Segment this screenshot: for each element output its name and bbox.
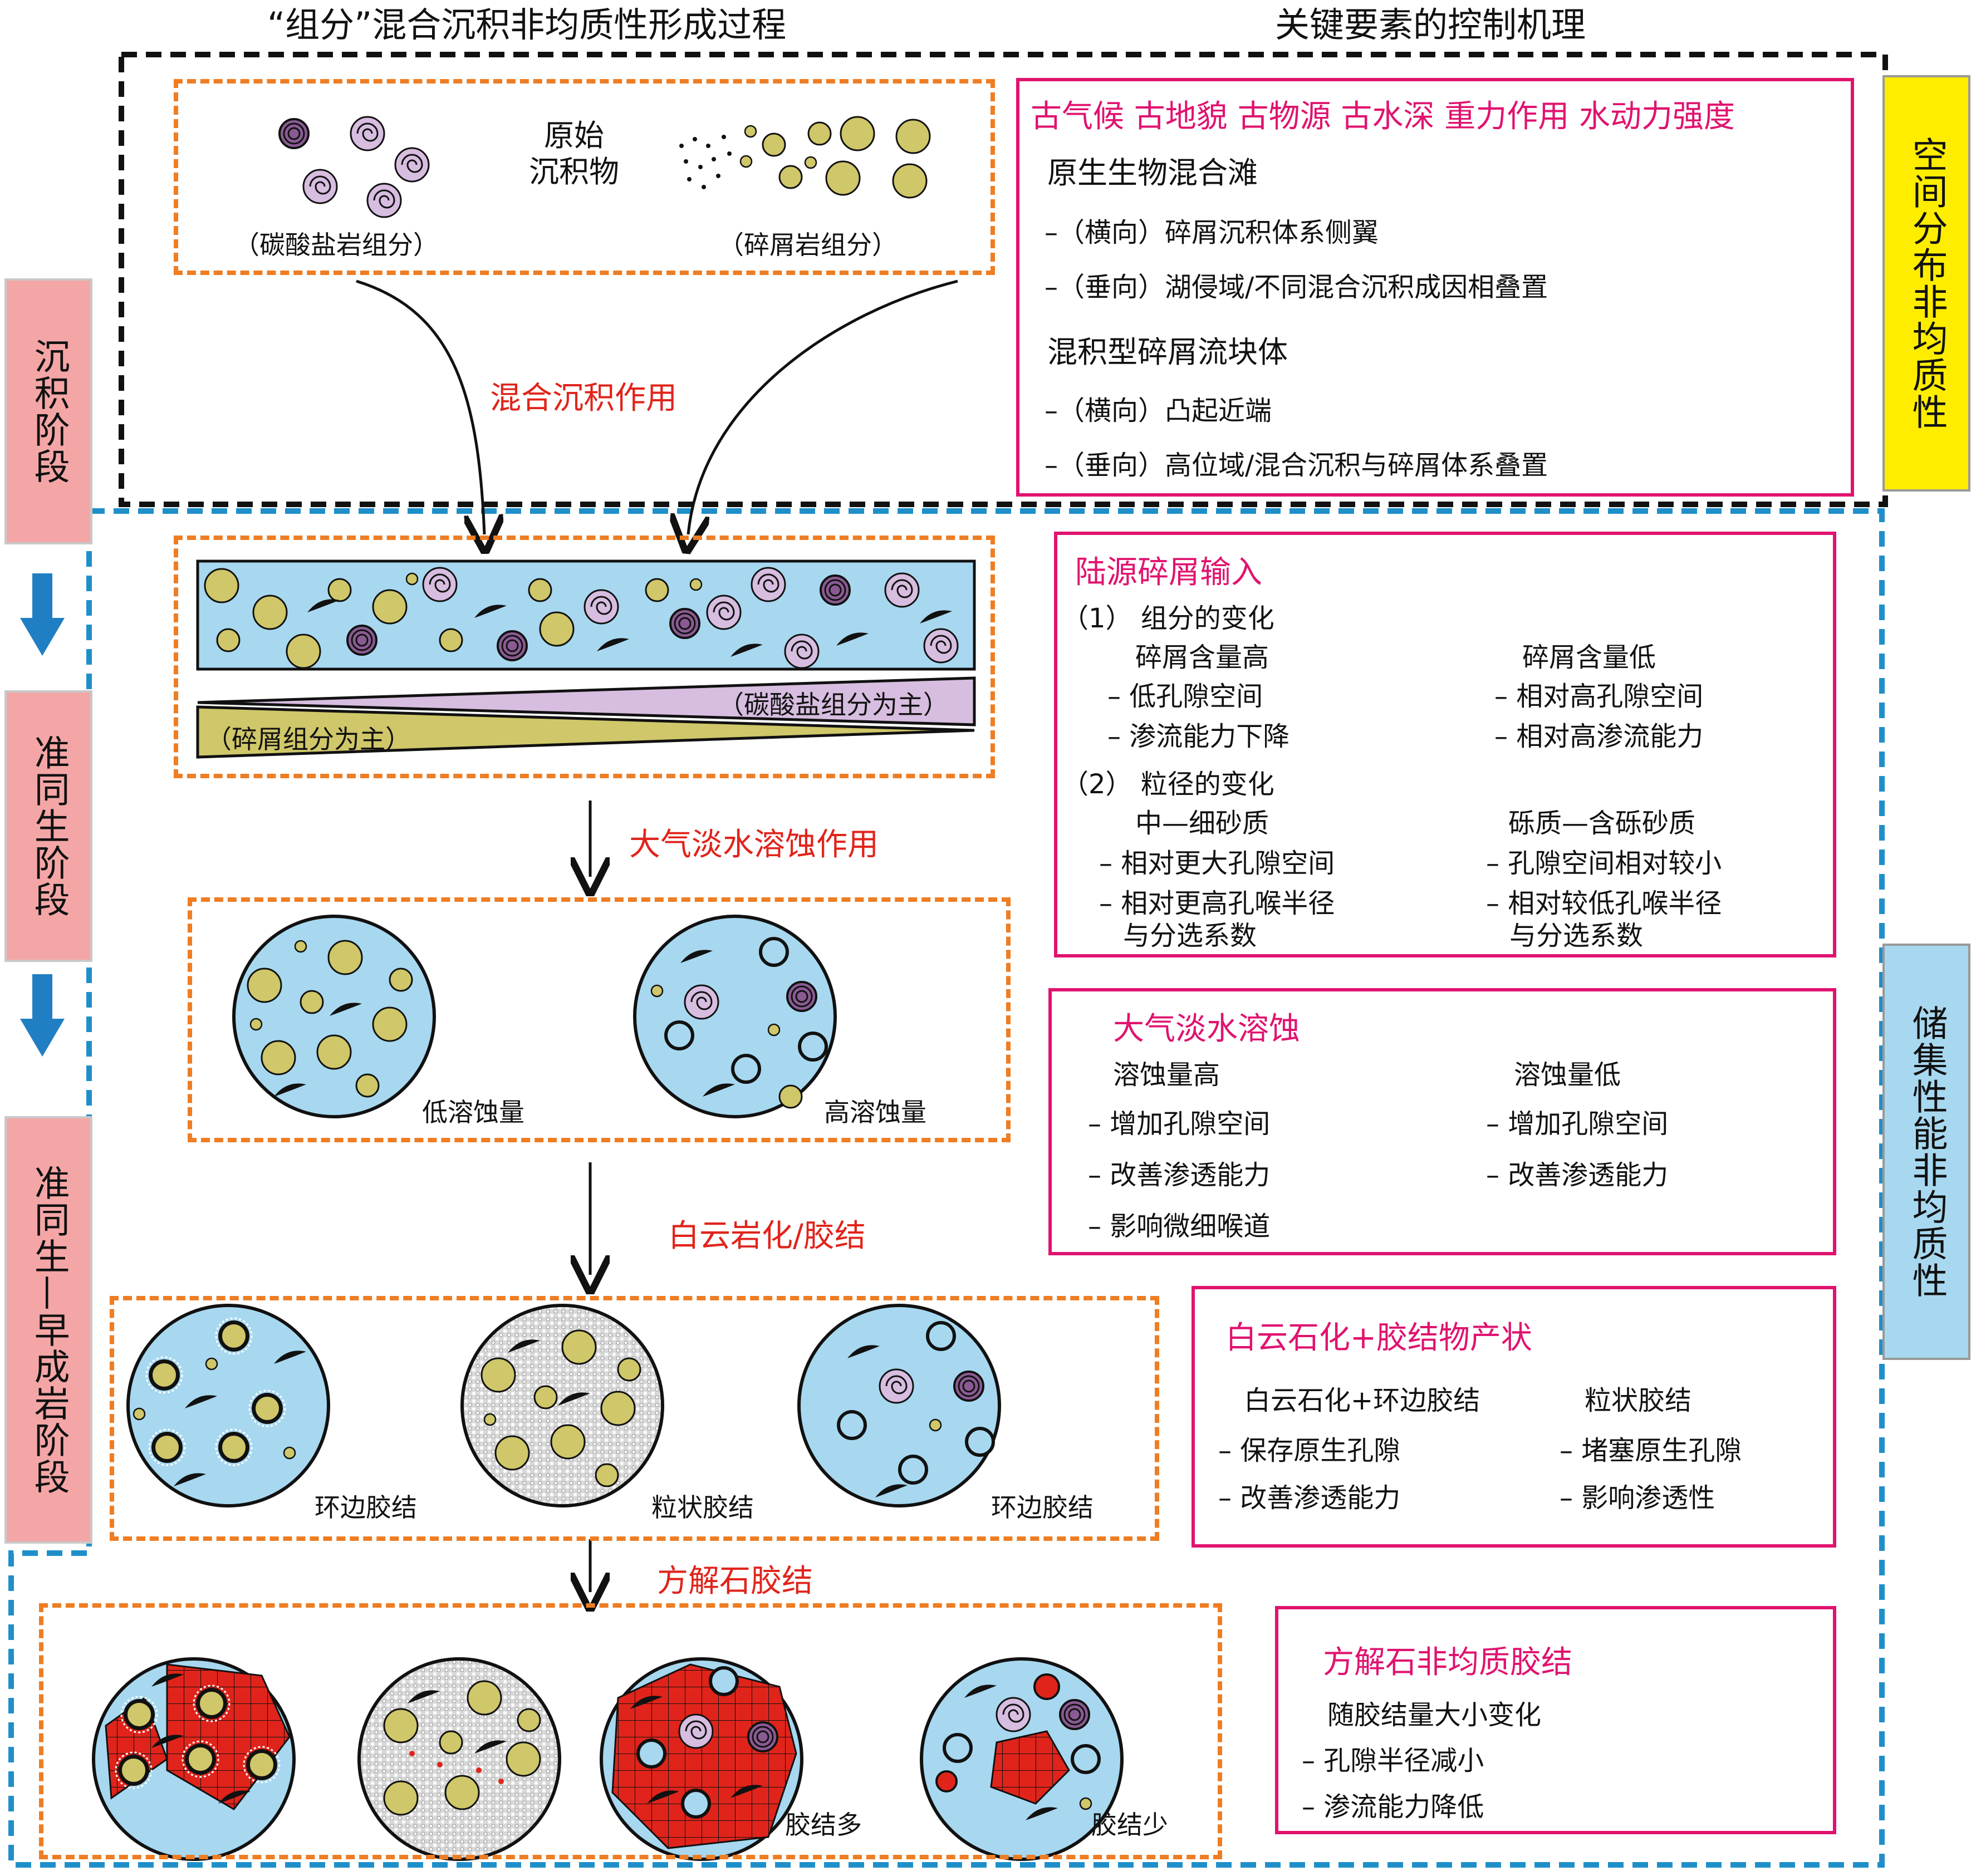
clastic-col2b-1: – 孔隙空间相对较小 xyxy=(1486,848,1722,879)
clastic-col1b-0: 碎屑含量低 xyxy=(1522,642,1656,673)
label-rim-cement-2: 环边胶结 xyxy=(991,1492,1094,1523)
side-spatial-label: 空间分布非均质性 xyxy=(1906,136,1948,430)
clastic-col1b-2: – 相对高渗流能力 xyxy=(1494,721,1704,752)
cementation-box xyxy=(110,1296,1159,1541)
process-calcite-cementation: 方解石胶结 xyxy=(657,1563,813,1599)
clastic-section-1: （1） 组分的变化 xyxy=(1062,603,1274,634)
dissolution-colA-1: – 增加孔隙空间 xyxy=(1088,1108,1271,1140)
label-less-cement: 胶结少 xyxy=(1091,1810,1168,1840)
controls-spatial-box: 古气候 古地貌 古物源 古水深 重力作用 水动力强度 原生生物混合滩 –（横向）… xyxy=(1016,78,1854,497)
dissolution-box xyxy=(188,897,1011,1142)
calcite-heterogeneity-box: 方解石非均质胶结 随胶结量大小变化 – 孔隙半径减小 – 渗流能力降低 xyxy=(1275,1606,1836,1834)
clastic-component-label: （碎屑岩组分） xyxy=(718,230,898,260)
dissolution-effect-title: 大气淡水溶蚀 xyxy=(1113,1011,1300,1047)
process-mixed-deposition: 混合沉积作用 xyxy=(490,380,677,416)
clastic-col1a-2: – 渗流能力下降 xyxy=(1107,721,1290,752)
label-high-dissolution: 高溶蚀量 xyxy=(824,1097,926,1127)
clastic-col2a-0: 中—细砂质 xyxy=(1135,808,1269,839)
dissolution-colB-1: – 增加孔隙空间 xyxy=(1486,1108,1669,1140)
clastic-col1a-0: 碎屑含量高 xyxy=(1135,642,1269,673)
dissolution-colA-0: 溶蚀量高 xyxy=(1113,1059,1220,1091)
label-rim-cement-1: 环边胶结 xyxy=(315,1492,417,1523)
controls-line-2: –（横向）碎屑沉积体系侧翼 xyxy=(1045,217,1379,248)
calcite-line-2: – 渗流能力降低 xyxy=(1302,1791,1484,1823)
clastic-col1a-1: – 低孔隙空间 xyxy=(1107,681,1263,712)
label-granular-cement: 粒状胶结 xyxy=(651,1492,754,1523)
stage-early-diagenesis: 准同生—早成岩阶段 xyxy=(4,1116,92,1544)
right-header: 关键要素的控制机理 xyxy=(1275,4,1586,45)
original-sediment-label: 原始 沉积物 xyxy=(529,118,619,189)
clastic-col2b-3: 与分选系数 xyxy=(1509,920,1644,951)
mixed-deposit-box xyxy=(174,536,995,778)
dissolution-colA-2: – 改善渗透能力 xyxy=(1088,1160,1271,1191)
cement-texture-title: 白云石化+胶结物产状 xyxy=(1225,1320,1532,1356)
clastic-col2a-2: – 相对更高孔喉半径 xyxy=(1099,888,1335,919)
stage-penecontemporaneous-label: 准同生阶段 xyxy=(28,734,70,918)
controls-line-3: –（垂向）湖侵域/不同混合沉积成因相叠置 xyxy=(1045,272,1548,303)
calcite-line-1: – 孔隙半径减小 xyxy=(1302,1745,1484,1776)
side-reservoir-label: 储集性能非均质性 xyxy=(1906,1005,1948,1299)
controls-line-5: –（横向）凸起近端 xyxy=(1045,395,1272,426)
clastic-input-box: 陆源碎屑输入 （1） 组分的变化 碎屑含量高 – 低孔隙空间 – 渗流能力下降 … xyxy=(1054,532,1836,957)
cement-texture-box: 白云石化+胶结物产状 白云石化+环边胶结 – 保存原生孔隙 – 改善渗透能力 粒… xyxy=(1192,1286,1836,1548)
stage-penecontemporaneous: 准同生阶段 xyxy=(4,690,92,962)
stage-early-diagenesis-label: 准同生—早成岩阶段 xyxy=(28,1165,70,1495)
clastic-input-title: 陆源碎屑输入 xyxy=(1075,554,1262,591)
controls-line-4: 混积型碎屑流块体 xyxy=(1047,335,1288,370)
clastic-section-2: （2） 粒径的变化 xyxy=(1062,769,1274,800)
stage-deposition: 沉积阶段 xyxy=(4,278,92,544)
cement-colA-0: 白云石化+环边胶结 xyxy=(1244,1385,1480,1416)
process-meteoric-dissolution: 大气淡水溶蚀作用 xyxy=(629,827,879,863)
dissolution-effect-box: 大气淡水溶蚀 溶蚀量高 – 增加孔隙空间 – 改善渗透能力 – 影响微细喉道 溶… xyxy=(1048,988,1836,1255)
cement-colB-2: – 影响渗透性 xyxy=(1560,1482,1715,1514)
original-sediment-box xyxy=(174,79,995,275)
label-low-dissolution: 低溶蚀量 xyxy=(422,1097,524,1127)
wedge-clastic-label: （碎屑组分为主） xyxy=(206,724,411,754)
calcite-heterogeneity-title: 方解石非均质胶结 xyxy=(1323,1644,1572,1681)
stage-deposition-label: 沉积阶段 xyxy=(28,338,70,485)
cement-colA-1: – 保存原生孔隙 xyxy=(1218,1435,1401,1466)
cement-colB-0: 粒状胶结 xyxy=(1585,1385,1692,1416)
process-dolomitization: 白云岩化/胶结 xyxy=(668,1218,866,1254)
cement-colA-2: – 改善渗透能力 xyxy=(1218,1482,1401,1514)
controls-line-6: –（垂向）高位域/混合沉积与碎屑体系叠置 xyxy=(1045,450,1548,481)
calcite-line-0: 随胶结量大小变化 xyxy=(1327,1700,1542,1731)
side-reservoir-heterogeneity: 储集性能非均质性 xyxy=(1882,944,1970,1360)
clastic-col2b-0: 砾质—含砾砂质 xyxy=(1508,808,1696,839)
calcite-box xyxy=(39,1603,1222,1859)
clastic-col1b-1: – 相对高孔隙空间 xyxy=(1494,681,1704,712)
carbonate-component-label: （碳酸盐岩组分） xyxy=(234,230,439,260)
left-header: “组分”混合沉积非均质性形成过程 xyxy=(267,4,787,45)
cement-colB-1: – 堵塞原生孔隙 xyxy=(1560,1435,1742,1466)
clastic-col2b-2: – 相对较低孔喉半径 xyxy=(1486,888,1722,919)
clastic-col2a-1: – 相对更大孔隙空间 xyxy=(1099,848,1335,879)
dissolution-colB-2: – 改善渗透能力 xyxy=(1486,1160,1669,1191)
label-more-cement: 胶结多 xyxy=(785,1810,862,1840)
side-spatial-heterogeneity: 空间分布非均质性 xyxy=(1882,75,1970,492)
dissolution-colB-0: 溶蚀量低 xyxy=(1514,1059,1621,1091)
wedge-carbonate-label: （碳酸盐组分为主） xyxy=(718,690,949,720)
clastic-col2a-3: 与分选系数 xyxy=(1123,920,1257,951)
dissolution-colA-3: – 影响微细喉道 xyxy=(1088,1211,1271,1242)
controls-spatial-title: 古气候 古地貌 古物源 古水深 重力作用 水动力强度 xyxy=(1031,99,1735,135)
controls-line-1: 原生生物混合滩 xyxy=(1047,155,1258,190)
